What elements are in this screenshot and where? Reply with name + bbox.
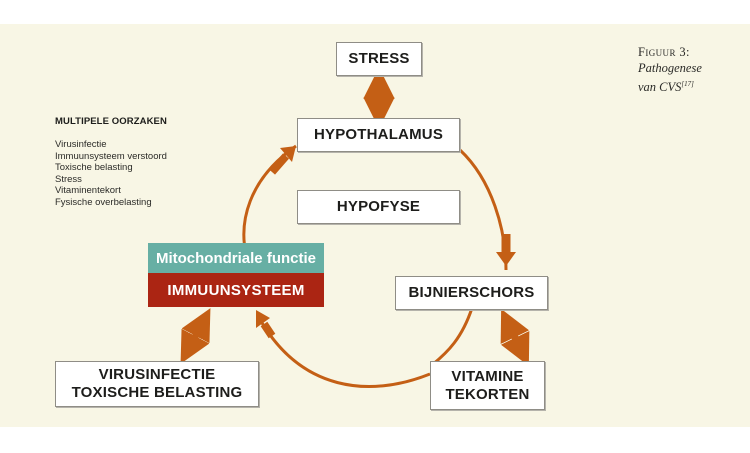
node-immuunsysteem: IMMUUNSYSTEEM (148, 273, 324, 307)
causes-heading: MULTIPELE OORZAKEN (55, 116, 167, 127)
cause-item: Immuunsysteem verstoord (55, 150, 167, 162)
node-vitamine-tekorten: VITAMINE TEKORTEN (430, 361, 545, 410)
node-virus-line2: TOXISCHE BELASTING (71, 384, 243, 401)
node-immune-label: IMMUUNSYSTEEM (167, 281, 305, 299)
double-arrow-immune-virus (180, 308, 211, 364)
arrow-to-immuunsysteem (256, 310, 276, 339)
figure-reference: [17] (681, 80, 694, 88)
figure-caption: Figuur 3: Pathogenese van CVS[17] (638, 44, 702, 95)
figure-label: Figuur 3: (638, 45, 690, 59)
node-hypofyse: HYPOFYSE (297, 190, 460, 224)
node-mitochondriale-functie: Mitochondriale functie (148, 243, 324, 273)
cause-item: Toxische belasting (55, 162, 133, 174)
node-virusinfectie: VIRUSINFECTIE TOXISCHE BELASTING (55, 361, 259, 407)
node-virus-line1: VIRUSINFECTIE (98, 366, 216, 383)
double-arrow-bijnierschors-vitamine (500, 308, 530, 367)
arrow-to-bijnierschors (496, 234, 516, 266)
cause-item: Fysische overbelasting (55, 196, 152, 208)
figure-title-line1: Pathogenese (638, 61, 702, 75)
node-hypothalamus-label: HYPOTHALAMUS (313, 126, 444, 143)
node-vitamine-line2: TEKORTEN (445, 385, 530, 403)
cause-item: Stress (55, 173, 82, 185)
node-stress-label: STRESS (348, 50, 410, 67)
figure-title-line2: van CVS (638, 80, 682, 95)
cause-item: Virusinfectie (55, 139, 107, 150)
node-bijnierschors: BIJNIERSCHORS (395, 276, 548, 310)
node-vitamine-line1: VITAMINE (451, 367, 524, 385)
arrow-to-hypothalamus (268, 146, 296, 175)
cycle-arc-bottom-right (431, 307, 474, 367)
cause-item: Vitaminentekort (55, 185, 121, 197)
node-hypofyse-label: HYPOFYSE (336, 198, 421, 215)
node-bijnierschors-label: BIJNIERSCHORS (408, 284, 535, 301)
cycle-arc-bottom (256, 315, 431, 389)
node-mitochondria-label: Mitochondriale functie (155, 249, 316, 267)
node-stress: STRESS (336, 42, 422, 76)
node-hypothalamus: HYPOTHALAMUS (297, 118, 460, 152)
causes-list: MULTIPELE OORZAKEN Virusinfectie Immuuns… (55, 116, 167, 209)
